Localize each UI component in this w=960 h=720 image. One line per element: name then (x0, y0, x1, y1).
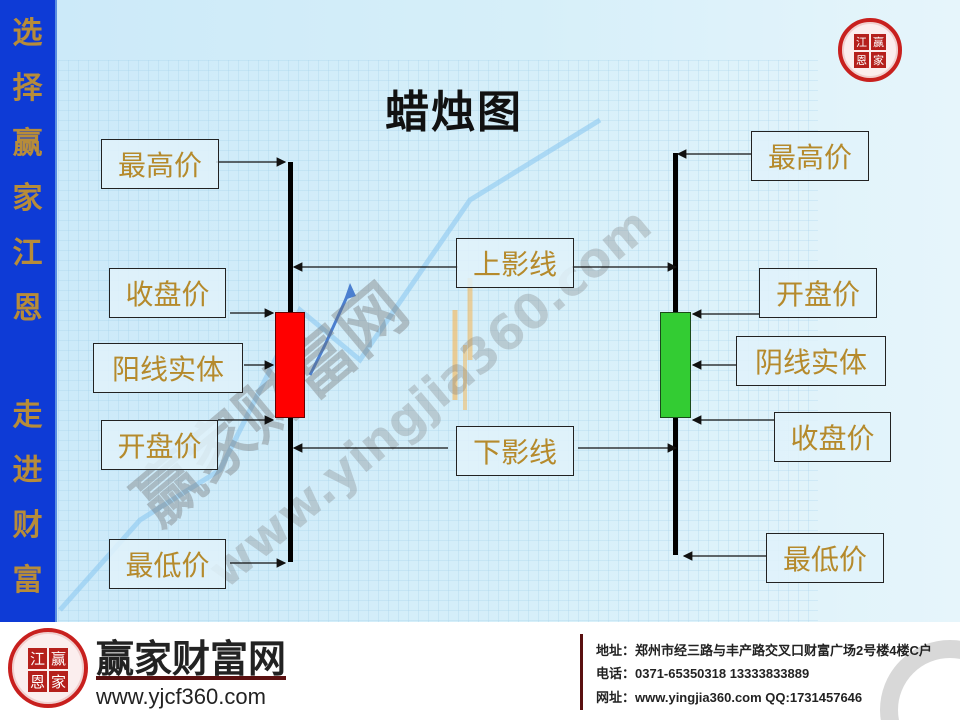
bearish-low-label: 最低价 (766, 533, 884, 583)
seal-char: 家 (49, 671, 68, 692)
seal-logo-icon: 江 赢 恩 家 (838, 18, 902, 82)
bullish-close-label: 收盘价 (109, 268, 226, 318)
sidebar-slogan: 选 择 赢 家 江 恩 走 进 财 富 (0, 0, 57, 622)
lower-shadow-label: 下影线 (456, 426, 574, 476)
brand-url-link[interactable]: www.yjcf360.com (96, 684, 266, 709)
brand-underline (96, 676, 286, 680)
sidebar-char: 择 (12, 71, 43, 106)
sidebar-char: 进 (12, 453, 43, 488)
brand-name: 赢家财富网 (96, 637, 287, 681)
seal-char: 赢 (871, 34, 886, 50)
bearish-open-label: 开盘价 (759, 268, 877, 318)
footer-phone: 电话：0371-65350318 13333833889 (596, 666, 810, 681)
seal-char: 赢 (49, 648, 68, 669)
bearish-close-label: 收盘价 (774, 412, 891, 462)
bearish-body-label: 阴线实体 (736, 336, 886, 386)
bullish-high-label: 最高价 (101, 139, 219, 189)
sidebar-char: 富 (12, 563, 43, 598)
sidebar-char: 财 (12, 508, 43, 543)
bearish-candle-body (660, 312, 691, 418)
sidebar-char: 选 (12, 16, 43, 51)
sidebar-char: 家 (12, 181, 43, 216)
bullish-candle-body (275, 312, 305, 418)
footer-address: 地址：郑州市经三路与丰产路交叉口财富广场2号楼4楼C户 (596, 643, 932, 658)
upper-shadow-label: 上影线 (456, 238, 574, 288)
footer-divider (580, 634, 583, 710)
bullish-body-label: 阳线实体 (93, 343, 243, 393)
footer-website: 网址：www.yingjia360.com QQ:1731457646 (596, 690, 863, 705)
seal-char: 江 (28, 648, 47, 669)
decorative-trend-lines (58, 117, 602, 612)
bearish-high-label: 最高价 (751, 131, 869, 181)
seal-char: 恩 (28, 671, 47, 692)
sidebar-char: 赢 (12, 126, 43, 161)
sidebar-char: 恩 (12, 291, 43, 326)
footer-seal-logo-icon: 江 赢 恩 家 (8, 628, 88, 708)
sidebar-char: 走 (12, 398, 43, 433)
seal-char: 江 (854, 34, 869, 50)
sidebar-char: 江 (12, 236, 43, 271)
seal-char: 恩 (854, 52, 869, 68)
bullish-open-label: 开盘价 (101, 420, 218, 470)
footer-banner (0, 622, 960, 720)
seal-char: 家 (871, 52, 886, 68)
page-title: 蜡烛图 (385, 87, 523, 138)
bullish-low-label: 最低价 (109, 539, 226, 589)
connector-arrows (216, 149, 774, 568)
